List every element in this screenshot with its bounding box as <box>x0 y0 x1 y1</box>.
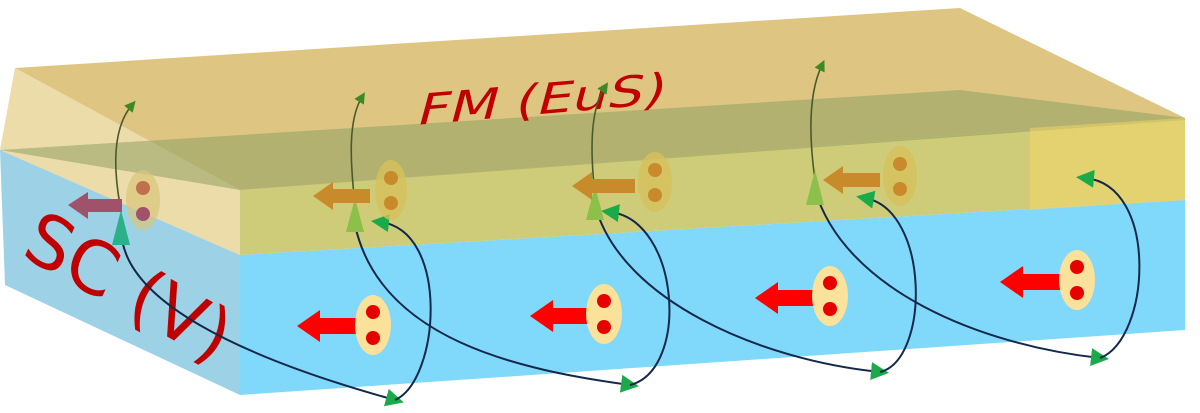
field-line <box>856 190 917 373</box>
fm-front-face <box>240 118 1185 255</box>
spin-arrow-icon <box>297 310 360 342</box>
field-line <box>371 214 432 401</box>
field-arrowhead-icon <box>112 210 130 245</box>
cooper-pair <box>68 170 160 230</box>
field-line <box>120 219 404 407</box>
cooper-pair <box>572 152 672 212</box>
cooper-pair <box>313 160 407 220</box>
field-arrowhead-icon <box>346 198 364 232</box>
fm-front-right <box>1030 118 1185 210</box>
spin-arrow-icon <box>823 166 880 194</box>
spin-arrow-icon <box>755 282 815 314</box>
green-triangles <box>112 170 824 245</box>
field-line <box>354 224 639 393</box>
spin-arrow-icon <box>530 300 590 332</box>
field-arrowhead-icon <box>806 170 824 205</box>
field-line <box>594 204 889 381</box>
field-lines <box>120 169 1141 407</box>
field-line <box>601 204 671 386</box>
sc-side-face <box>0 150 240 395</box>
spin-arrow-icon <box>572 172 635 200</box>
field-line-up <box>114 100 136 206</box>
cooper-pair <box>297 295 391 355</box>
cooper-pairs-interface <box>68 146 917 230</box>
cooper-pair <box>823 146 917 206</box>
field-line <box>1076 169 1141 359</box>
field-arrowhead-icon <box>586 186 604 220</box>
spin-arrow-icon <box>68 192 122 219</box>
spin-arrow-icon <box>1000 266 1062 298</box>
cooper-pairs-sc <box>297 250 1095 355</box>
sc-slab <box>0 150 1185 395</box>
cooper-pair <box>755 266 848 326</box>
cooper-pair <box>1000 250 1095 310</box>
spin-arrow-icon <box>313 182 370 210</box>
field-line <box>814 189 1109 366</box>
cooper-pair <box>530 284 622 344</box>
field-line-up <box>810 59 825 181</box>
sc-front-face <box>240 200 1185 395</box>
